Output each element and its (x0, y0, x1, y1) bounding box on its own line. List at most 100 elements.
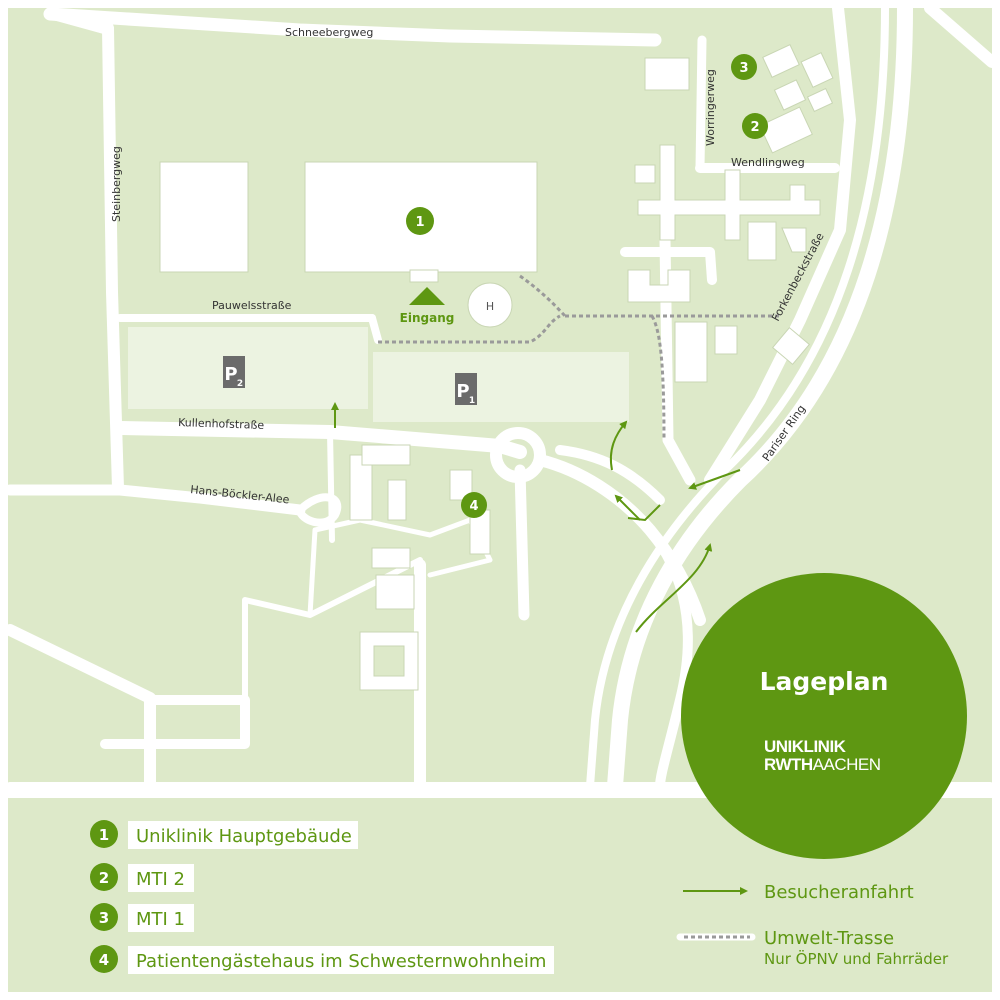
legend-label: Patientengästehaus im Schwesternwohnheim (136, 951, 546, 972)
road-pariser-ring-a (607, 0, 913, 794)
entrance-triangle-icon (409, 287, 445, 305)
legend-item-3: 3 MTI 1 (90, 903, 194, 932)
arrow-icon (609, 420, 628, 471)
arrow-icon (635, 543, 713, 633)
legend-trasse: Umwelt-Trasse (764, 928, 894, 949)
building-mti1-c (773, 79, 807, 111)
roads (4, 0, 998, 794)
building-mti1-a (762, 44, 800, 78)
building-ne-complex (637, 144, 821, 241)
road-worringerweg (695, 35, 707, 173)
building-mti1-b (800, 51, 834, 89)
road-hans-loop (296, 493, 342, 527)
building-south-3 (387, 479, 407, 521)
building-mti2 (759, 106, 813, 154)
building-courtyard (359, 631, 419, 691)
building-south-7 (375, 574, 415, 610)
arrow-icon (627, 504, 661, 522)
logo-line-2: RWTHAACHEN (764, 755, 881, 774)
road-hans-boeckler (4, 484, 306, 516)
road-kullen-spur (327, 429, 335, 543)
road-southwest-3 (242, 557, 423, 703)
logo-line-1: UNIKLINIK (764, 737, 847, 756)
helipad (467, 282, 513, 328)
legend-number: 2 (99, 869, 109, 887)
parking-letter: P (224, 364, 237, 385)
legend-item-1: 1 Uniklinik Hauptgebäude (90, 820, 358, 849)
building-main-porch (409, 269, 439, 283)
road-southwest-2 (100, 695, 250, 749)
parking-sign-icon (455, 373, 477, 405)
street-label-kullenhofstrasse: Kullenhofstraße (178, 416, 265, 432)
road-topright-diag (924, 2, 998, 68)
legend-trasse-sub: Nur ÖPNV und Fahrräder (764, 949, 949, 968)
street-label-steinbergweg: Steinbergweg (110, 146, 123, 222)
visitor-route-arrows (331, 402, 741, 633)
building-mti1-d (806, 87, 834, 113)
road-forkenbeck (704, 2, 856, 486)
parking-number: 1 (469, 396, 475, 406)
building-ne-7 (714, 325, 738, 355)
legend-number: 4 (99, 951, 109, 969)
parking-lot-p1 (373, 352, 629, 422)
marker-number: 4 (469, 499, 478, 514)
legend-item-4: 4 Patientengästehaus im Schwesternwohnhe… (90, 945, 554, 974)
legend-label: MTI 2 (136, 869, 185, 890)
map-title: Lageplan (760, 667, 889, 696)
legend-label: MTI 1 (136, 909, 185, 930)
road-pauwels-drop (368, 314, 382, 344)
building-south-4 (449, 469, 473, 501)
parking-sign-p1: P 1 (455, 373, 477, 406)
parking-sign-icon (223, 356, 245, 388)
legend-label: Uniklinik Hauptgebäude (136, 826, 352, 847)
road-path-loop (307, 517, 493, 618)
map-marker-2[interactable]: 2 (742, 113, 768, 139)
map-marker-4[interactable]: 4 (461, 492, 487, 518)
building-west-block (159, 161, 249, 273)
road-vertical-east (659, 234, 696, 486)
building-south-2 (361, 444, 411, 466)
parking-number: 2 (237, 379, 243, 389)
building-ne-4 (781, 227, 807, 253)
road-steinberg-top (45, 9, 113, 35)
marker-number: 1 (415, 215, 424, 230)
road-link-ring-2 (555, 445, 665, 505)
road-east-spur (620, 247, 717, 285)
map-marker-1[interactable]: 1 (406, 207, 434, 235)
road-kullenhof (113, 421, 527, 459)
building-ne-2 (634, 164, 656, 184)
building-ne-1 (644, 57, 690, 91)
building-ne-6 (674, 321, 708, 383)
map-marker-3[interactable]: 3 (731, 54, 757, 80)
marker-number: 2 (750, 120, 759, 135)
street-label-worringerweg: Worringerweg (704, 69, 717, 146)
street-label-pauwelsstrasse: Pauwelsstraße (212, 299, 292, 312)
road-schneebergweg (43, 7, 662, 47)
building-ne-5 (627, 269, 691, 303)
entrance-label: Eingang (400, 311, 455, 325)
helipad-icon: H (486, 300, 494, 313)
arrow-icon (688, 469, 741, 490)
umwelt-trasse-route (378, 274, 780, 441)
legend-number: 1 (99, 826, 109, 844)
legend-visitor-route: Besucheranfahrt (764, 882, 914, 903)
road-ring-loop (635, 515, 693, 791)
road-south-stub (514, 464, 530, 621)
building-ne-3 (747, 221, 777, 261)
parking-lot-p2 (128, 327, 368, 409)
legend: 1 Uniklinik Hauptgebäude 2 MTI 2 3 MTI 1… (90, 820, 949, 974)
street-label-wendlingweg: Wendlingweg (731, 156, 805, 169)
building-south-6 (371, 547, 411, 569)
parking-sign-p2: P 2 (223, 356, 245, 389)
road-pariser-ring-b (586, 4, 889, 790)
arrow-icon (614, 494, 641, 521)
buildings (159, 44, 834, 691)
title-circle: Lageplan UNIKLINIK RWTHAACHEN (681, 573, 967, 859)
building-ne-8 (771, 326, 811, 366)
parking-letter: P (456, 381, 469, 402)
marker-number: 3 (739, 61, 748, 76)
legend-number: 3 (99, 909, 109, 927)
street-label-schneebergweg: Schneebergweg (285, 26, 373, 39)
legend-item-2: 2 MTI 2 (90, 863, 194, 892)
